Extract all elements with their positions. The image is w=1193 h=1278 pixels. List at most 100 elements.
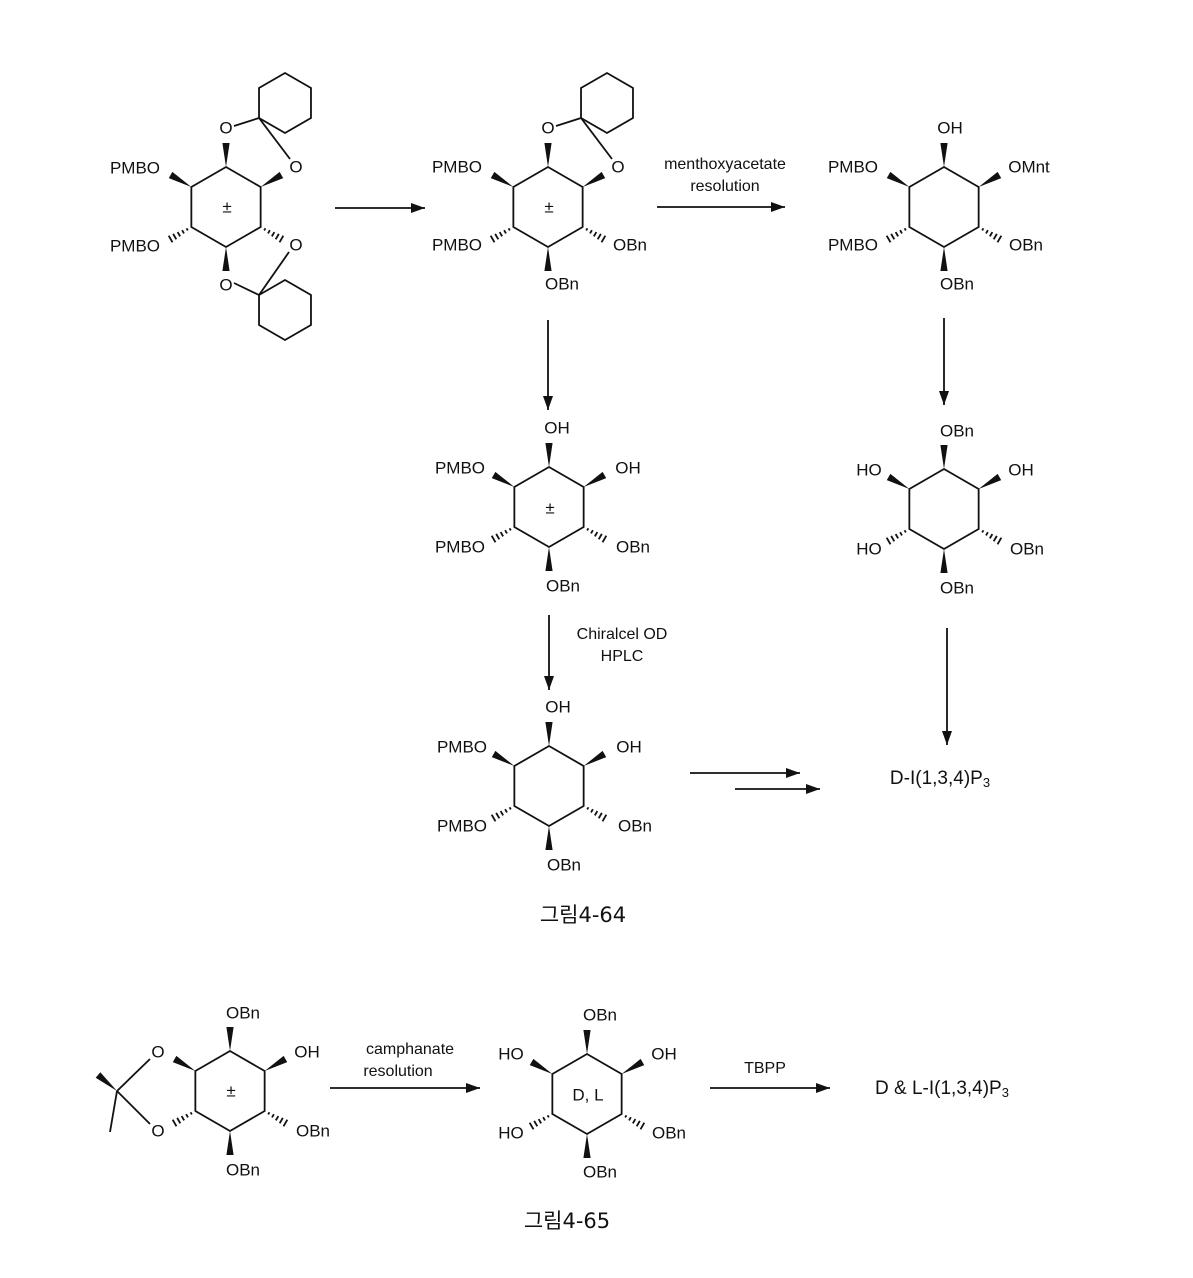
wedge-bond [545, 547, 553, 571]
hash-bond [185, 227, 189, 231]
atom-label: O [289, 235, 302, 254]
molecule-bis-cyclohexylidene-inositol: O O O O PMBO PMBO ± [110, 118, 303, 294]
hash-bond [494, 233, 500, 240]
atom-label: OBn [583, 1162, 617, 1181]
reaction-condition: camphanate [366, 1041, 454, 1058]
molecule-acetonide: OBn OH O O OBn OBn ± [151, 1003, 330, 1179]
hash-bond [171, 1119, 178, 1127]
hash-bond [601, 535, 608, 543]
cyclohexane-ring [580, 71, 634, 135]
hash-bond [903, 529, 907, 533]
ring [908, 467, 980, 551]
atom-label: OBn [613, 235, 647, 254]
bond [109, 1090, 118, 1133]
hash-bond [989, 533, 994, 539]
molecule-dl-tetraol: OBn OH HO HO OBn OBn D, L [498, 1005, 686, 1181]
wedge-bond [226, 1027, 234, 1051]
atom-label: O [611, 157, 624, 176]
reaction-condition: resolution [690, 178, 759, 195]
atom-label: OBn [652, 1123, 686, 1142]
atom-label: OH [1008, 460, 1034, 479]
arrowhead [544, 676, 554, 690]
wedge-bond [95, 1072, 117, 1091]
reaction-condition: Chiralcel OD [577, 626, 668, 643]
wedge-bond [226, 1131, 234, 1155]
wedge-bond [172, 1055, 196, 1071]
atom-label: PMBO [432, 235, 482, 254]
hash-bond [263, 227, 267, 231]
wedge-bond [222, 247, 230, 271]
figure-caption: 그림4-64 [540, 903, 626, 927]
atom-label: PMBO [828, 157, 878, 176]
wedge-bond [529, 1058, 553, 1074]
hash-bond [981, 227, 985, 231]
wedge-bond [545, 722, 553, 746]
hash-bond [489, 235, 496, 243]
bond [116, 1090, 151, 1125]
atom-label: OH [651, 1044, 677, 1063]
wedge-bond [260, 171, 284, 187]
atom-label: PMBO [437, 816, 487, 835]
hash-bond [903, 227, 907, 231]
hash-bond [185, 1113, 189, 1118]
atom-label: PMBO [437, 737, 487, 756]
wedge-bond [940, 549, 948, 573]
bond [116, 1058, 151, 1092]
bond [233, 282, 260, 296]
arrowhead [942, 731, 952, 745]
atom-label: PMBO [435, 537, 485, 556]
hash-bond [504, 808, 508, 813]
atom-label: O [219, 275, 232, 294]
atom-label: OBn [545, 274, 579, 293]
atom-label: OBn [583, 1005, 617, 1024]
atom-label: OBn [940, 274, 974, 293]
hash-bond [894, 533, 899, 539]
hash-bond [490, 535, 497, 543]
hash-bond [271, 1113, 275, 1118]
wedge-bond [583, 471, 607, 487]
hash-bond [885, 537, 892, 545]
atom-label: OBn [546, 576, 580, 595]
hash-bond [985, 531, 989, 536]
hash-bond [985, 229, 989, 234]
wedge-bond [886, 171, 910, 187]
hash-bond [181, 229, 185, 234]
ring [908, 165, 980, 249]
atom-label: O [541, 118, 554, 137]
atom-label: O [151, 1121, 164, 1140]
wedge-bond [544, 143, 552, 167]
atom-label: PMBO [110, 236, 160, 255]
hash-bond [278, 1117, 284, 1124]
wedge-bond [222, 143, 230, 167]
atom-label: HO [498, 1044, 524, 1063]
arrowhead [466, 1083, 480, 1093]
hash-bond [176, 231, 181, 237]
wedge-bond [544, 247, 552, 271]
reaction-condition: HPLC [601, 648, 644, 665]
atom-label: OBn [618, 816, 652, 835]
wedge-bond [583, 1030, 591, 1054]
stereo-label: ± [222, 197, 231, 216]
wedge-bond [940, 143, 948, 167]
bond [258, 117, 291, 160]
atom-label: OBn [296, 1121, 330, 1140]
hash-bond [635, 1120, 641, 1127]
molecule-mono-cyclohexylidene: O O PMBO PMBO OBn OBn ± [432, 118, 647, 293]
molecule-tetraol: OBn OH HO HO OBn OBn [856, 421, 1044, 597]
atom-label: OH [615, 458, 641, 477]
hash-bond [537, 1118, 542, 1124]
hash-bond [533, 1120, 539, 1127]
hash-bond [624, 1114, 628, 1118]
molecule-menthoxyacetate: OH OMnt PMBO PMBO OBn OBn [828, 118, 1050, 293]
hash-bond [490, 814, 497, 822]
hash-bond [992, 233, 998, 240]
hash-bond [885, 235, 892, 243]
wedge-bond [490, 171, 514, 187]
atom-label: PMBO [435, 458, 485, 477]
atom-label: OBn [547, 855, 581, 874]
atom-label: HO [856, 539, 882, 558]
wedge-bond [491, 471, 515, 487]
atom-label: OBn [226, 1160, 260, 1179]
atom-label: OH [937, 118, 963, 137]
